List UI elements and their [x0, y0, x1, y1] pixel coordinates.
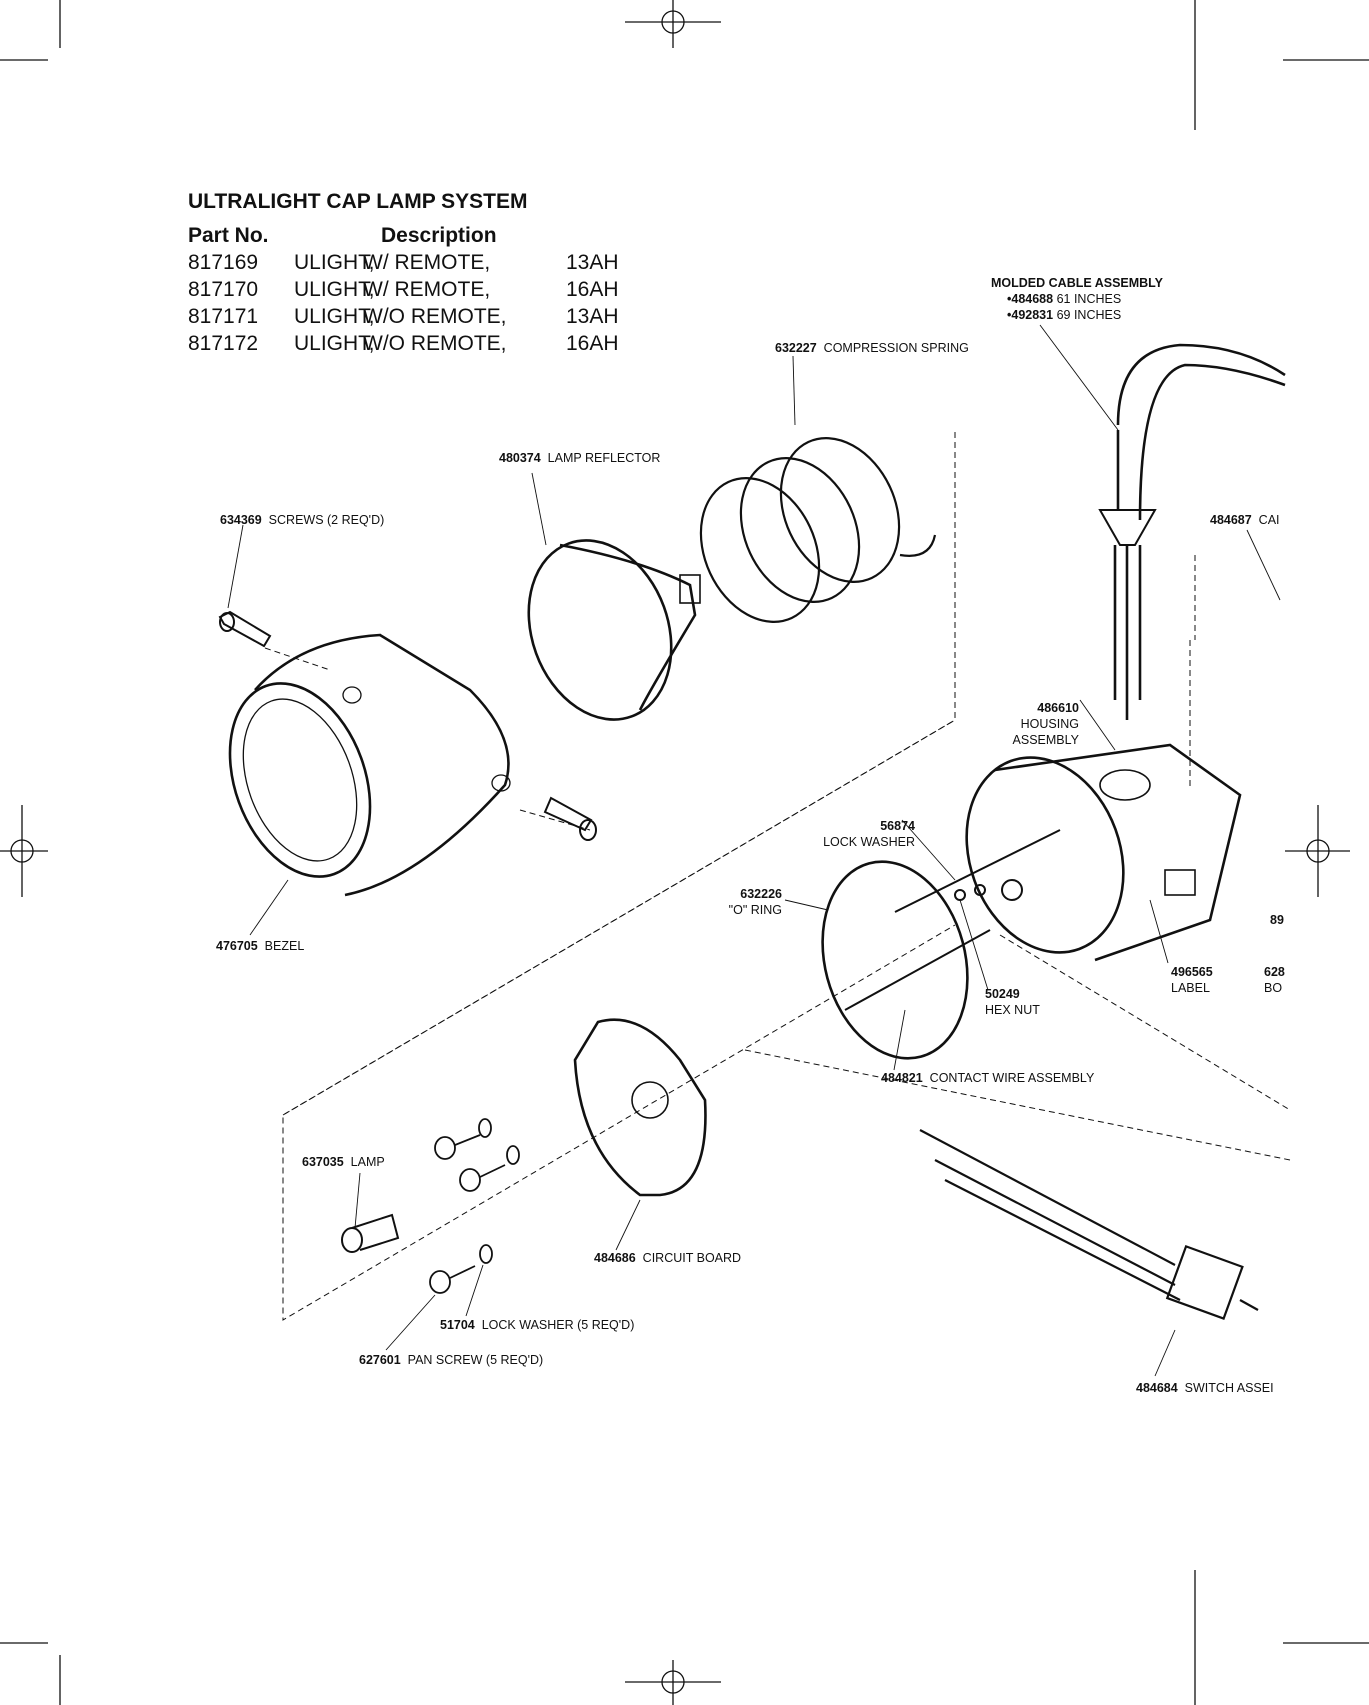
callout-text: HEX NUT	[985, 1003, 1040, 1017]
callout-part-number: 50249	[985, 987, 1020, 1001]
callout-part-number: 496565	[1171, 965, 1213, 979]
callout-screws: 634369 SCREWS (2 REQ'D)	[220, 512, 384, 528]
callout-text: COMPRESSION SPRING	[823, 341, 969, 355]
callout-label: 496565 LABEL	[1171, 964, 1213, 996]
callout-switch-assembly: 484684 SWITCH ASSEI	[1136, 1380, 1274, 1396]
callout-hex-nut: 50249 HEX NUT	[985, 986, 1040, 1018]
callout-89: 89	[1270, 912, 1284, 928]
callout-part-number: 486610	[1037, 701, 1079, 715]
part-capacity: 16AH	[566, 332, 619, 355]
callout-title: MOLDED CABLE ASSEMBLY	[991, 276, 1164, 290]
part-remote: W/O REMOTE,	[363, 332, 507, 355]
part-number: 817172	[188, 332, 259, 355]
callout-molded-cable: MOLDED CABLE ASSEMBLY •484688 61 INCHES …	[991, 275, 1163, 323]
callout-lock-washer-5: 51704 LOCK WASHER (5 REQ'D)	[440, 1317, 634, 1333]
page-title: ULTRALIGHT CAP LAMP SYSTEM	[188, 190, 528, 213]
callout-compression-spring: 632227 COMPRESSION SPRING	[775, 340, 969, 356]
callout-text: LOCK WASHER (5 REQ'D)	[481, 1318, 635, 1332]
callout-contact-wire-assembly: 484821 CONTACT WIRE ASSEMBLY	[881, 1070, 1094, 1086]
callout-part-number: 628	[1264, 965, 1285, 979]
callout-pan-screw: 627601 PAN SCREW (5 REQ'D)	[359, 1352, 543, 1368]
column-header-description: Description	[381, 224, 497, 247]
callout-circuit-board: 484686 CIRCUIT BOARD	[594, 1250, 741, 1266]
callout-lamp: 637035 LAMP	[302, 1154, 385, 1170]
cable-drawing	[1098, 343, 1286, 720]
callout-text: 61 INCHES	[1056, 292, 1122, 306]
part-remote: W/O REMOTE,	[363, 305, 507, 328]
callout-628: 628 BO	[1264, 964, 1285, 996]
callout-part-number: 484687	[1210, 513, 1252, 527]
callout-text: BEZEL	[264, 939, 305, 953]
callout-part-number: 632226	[740, 887, 782, 901]
part-capacity: 13AH	[566, 251, 619, 274]
callout-part-number: 51704	[440, 1318, 475, 1332]
callout-part-number: 484686	[594, 1251, 636, 1265]
callout-part-number: 637035	[302, 1155, 344, 1169]
part-capacity: 13AH	[566, 305, 619, 328]
callout-text: BO	[1264, 981, 1283, 995]
callout-part-number: 89	[1270, 913, 1284, 927]
part-capacity: 16AH	[566, 278, 619, 301]
callout-text: SCREWS (2 REQ'D)	[268, 513, 385, 527]
spring-drawing	[699, 437, 937, 623]
callout-part-number: 484684	[1136, 1381, 1178, 1395]
reflector-drawing	[527, 539, 701, 721]
part-name: ULIGHT,	[294, 305, 375, 328]
callout-text: LAMP REFLECTOR	[547, 451, 661, 465]
column-header-part-no: Part No.	[188, 224, 269, 247]
bezel-drawing	[228, 633, 511, 897]
part-name: ULIGHT,	[294, 332, 375, 355]
callout-housing-assembly: 486610 HOUSING ASSEMBLY	[1000, 700, 1079, 748]
callout-text: CAI	[1258, 513, 1280, 527]
callout-part-number: 480374	[499, 451, 541, 465]
callout-text: CIRCUIT BOARD	[642, 1251, 742, 1265]
callout-part-number: 627601	[359, 1353, 401, 1367]
callout-part-number: 484821	[881, 1071, 923, 1085]
callout-part-number: 56874	[880, 819, 915, 833]
callout-text: CONTACT WIRE ASSEMBLY	[929, 1071, 1095, 1085]
callout-part-number: •484688	[1007, 292, 1054, 306]
switch-assembly-drawing	[919, 1129, 1259, 1320]
callout-part-number: 476705	[216, 939, 258, 953]
callout-text: SWITCH ASSEI	[1184, 1381, 1274, 1395]
part-number: 817171	[188, 305, 259, 328]
callout-text: 69 INCHES	[1056, 308, 1122, 322]
part-name: ULIGHT,	[294, 278, 375, 301]
part-number: 817169	[188, 251, 259, 274]
part-name: ULIGHT,	[294, 251, 375, 274]
callout-part-number: •492831	[1007, 308, 1054, 322]
callout-text: PAN SCREW (5 REQ'D)	[407, 1353, 544, 1367]
callout-part-number: 632227	[775, 341, 817, 355]
housing-drawing	[965, 743, 1242, 962]
callout-text: LOCK WASHER	[823, 835, 915, 849]
callout-text: HOUSING	[1020, 717, 1079, 731]
callout-text: "O" RING	[728, 903, 782, 917]
callout-lamp-reflector: 480374 LAMP REFLECTOR	[499, 450, 660, 466]
callout-cap: 484687 CAI	[1210, 512, 1280, 528]
callout-text: LAMP	[350, 1155, 385, 1169]
part-number: 817170	[188, 278, 259, 301]
callout-text: ASSEMBLY	[1012, 733, 1079, 747]
part-remote: W/ REMOTE,	[363, 278, 491, 301]
circuit-board-drawing	[573, 1018, 707, 1197]
callout-bezel: 476705 BEZEL	[216, 938, 304, 954]
callout-part-number: 634369	[220, 513, 262, 527]
callout-o-ring: 632226 "O" RING	[710, 886, 782, 918]
callout-lock-washer: 56874 LOCK WASHER	[815, 818, 915, 850]
part-remote: W/ REMOTE,	[363, 251, 491, 274]
callout-text: LABEL	[1171, 981, 1210, 995]
